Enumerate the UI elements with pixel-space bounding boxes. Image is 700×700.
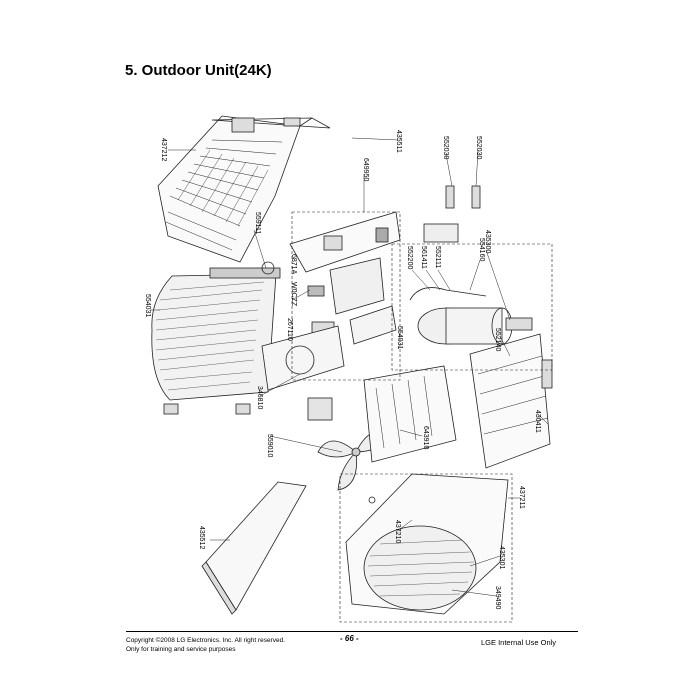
footer-usage: Only for training and service purposes: [126, 646, 236, 653]
callout-label: 346810: [256, 386, 263, 409]
callout-label: 435301: [498, 546, 505, 569]
callout-label: W0CZZ: [290, 282, 297, 307]
footer-classification: LGE Internal Use Only: [481, 638, 557, 647]
side-cover: [201, 481, 307, 615]
callout-label: 435300: [484, 230, 491, 253]
callout-label: 559111: [254, 212, 261, 234]
condenser-coil: [151, 261, 281, 415]
callout-label: 554031: [396, 326, 403, 349]
callout-label: 559010: [266, 434, 273, 457]
callout-label: 552111: [434, 246, 441, 268]
callout-label: 552140: [494, 328, 501, 351]
callout-label: 552200: [406, 246, 413, 269]
footer-divider: [126, 631, 578, 632]
base-pan: [363, 365, 457, 463]
side-panel: [469, 333, 553, 469]
top-cover-grille: [157, 115, 331, 263]
callout-label: 435511: [395, 130, 402, 153]
callout-label: 435512: [198, 526, 205, 549]
callout-label: 552030: [442, 136, 449, 159]
control-box: [289, 211, 401, 345]
callout-label: 349490: [494, 586, 501, 609]
callout-label: 554160: [478, 238, 485, 261]
callout-label: 437212: [160, 138, 167, 161]
motor-bracket: [261, 325, 345, 421]
callout-label: 643910: [422, 426, 429, 449]
page-number: - 66 -: [340, 634, 359, 643]
callout-label: 6871A: [290, 254, 297, 275]
callout-label: 552030: [475, 136, 482, 159]
callout-label: 267110: [286, 318, 293, 341]
footer-copyright-block: Copyright ©2008 LG Electronics. Inc. All…: [126, 636, 285, 654]
compressor: [409, 185, 533, 345]
callout-label: 649950: [362, 158, 369, 181]
callout-label: 437210: [394, 520, 401, 543]
front-panel: [345, 473, 509, 615]
callout-label: 430411: [534, 410, 541, 433]
callout-label: 554031: [144, 294, 151, 317]
footer-copyright: Copyright ©2008 LG Electronics. Inc. All…: [126, 637, 286, 644]
page-title: 5. Outdoor Unit(24K): [125, 62, 272, 79]
callout-label: 561411: [420, 246, 427, 269]
callout-label: 437211: [518, 486, 525, 509]
